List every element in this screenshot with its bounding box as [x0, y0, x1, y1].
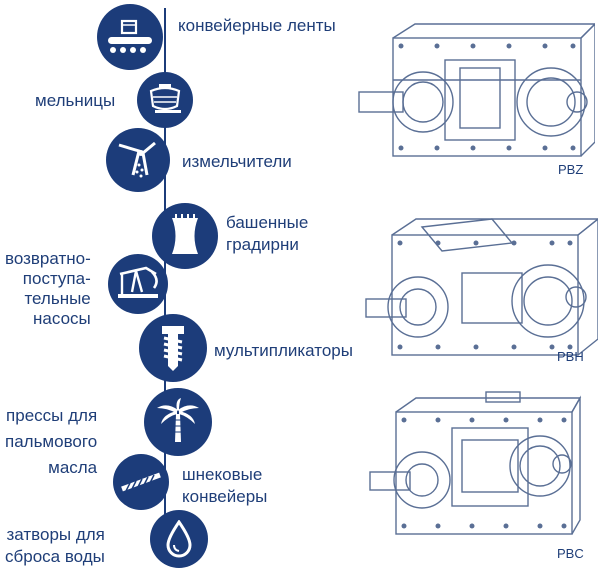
label-palm-press: прессы для пальмового масла: [5, 406, 98, 477]
circle-water-gate: [150, 510, 208, 568]
circle-cooling-tower: [152, 203, 218, 269]
cooling-tower-icon: [172, 214, 198, 254]
circle-palm-press: [144, 388, 212, 456]
circle-multiplier: [139, 314, 207, 382]
screw-bolt-icon: [162, 326, 184, 371]
label-crusher: измельчители: [182, 152, 292, 171]
label-mill: мельницы: [35, 91, 116, 110]
water-drop-icon: [166, 520, 192, 558]
circle-mill: [137, 72, 193, 128]
palm-tree-icon: [157, 398, 199, 442]
label-cooling-tower: башенные градирни: [226, 213, 309, 254]
gearbox-code-pbh: PBH: [557, 349, 584, 364]
circle-crusher: [106, 128, 170, 192]
circle-screw-conveyor: [113, 454, 169, 510]
circle-pump-jack: [108, 254, 168, 314]
gearbox-code-pbz: PBZ: [558, 162, 584, 177]
gearbox-pbh-icon: [365, 218, 598, 356]
label-water-gate: затворы для сброса воды: [5, 525, 105, 566]
crusher-icon: [118, 141, 156, 178]
label-pump-jack: возвратно- поступа- тельные насосы: [5, 249, 91, 328]
screw-conveyor-icon: [121, 472, 161, 492]
conveyor-belt-icon: [108, 19, 152, 53]
pump-jack-icon: [118, 266, 158, 298]
mill-icon: [149, 84, 181, 113]
label-conveyor-belt: конвейерные ленты: [178, 16, 336, 35]
circle-conveyor-belt: [97, 4, 163, 70]
label-multiplier: мультипликаторы: [214, 341, 353, 360]
gearbox-code-pbc: PBC: [557, 546, 584, 561]
gearbox-pbc-icon: [369, 391, 582, 535]
gearbox-pbz-icon: [358, 23, 595, 157]
label-screw-conveyor: шнековые конвейеры: [182, 465, 268, 506]
